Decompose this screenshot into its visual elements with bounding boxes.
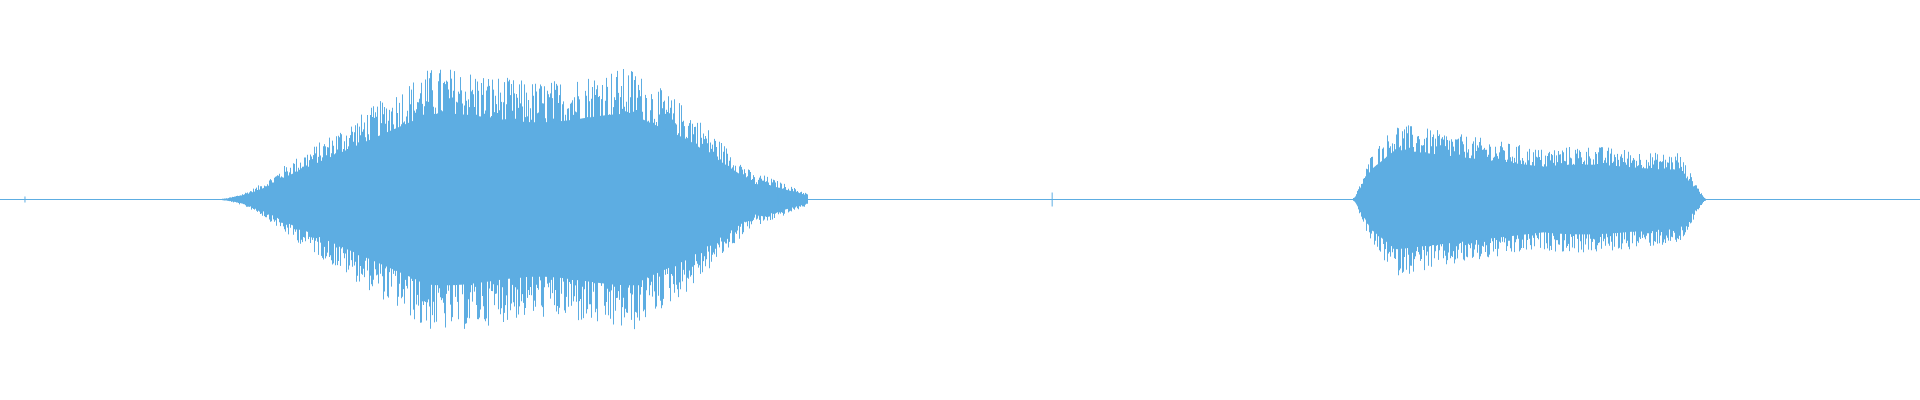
waveform-core [1353,149,1705,250]
waveform-segment-2 [1353,125,1706,276]
waveform-segment-1 [211,69,808,330]
waveform-core [211,113,807,286]
waveform-segments [24,69,1706,330]
